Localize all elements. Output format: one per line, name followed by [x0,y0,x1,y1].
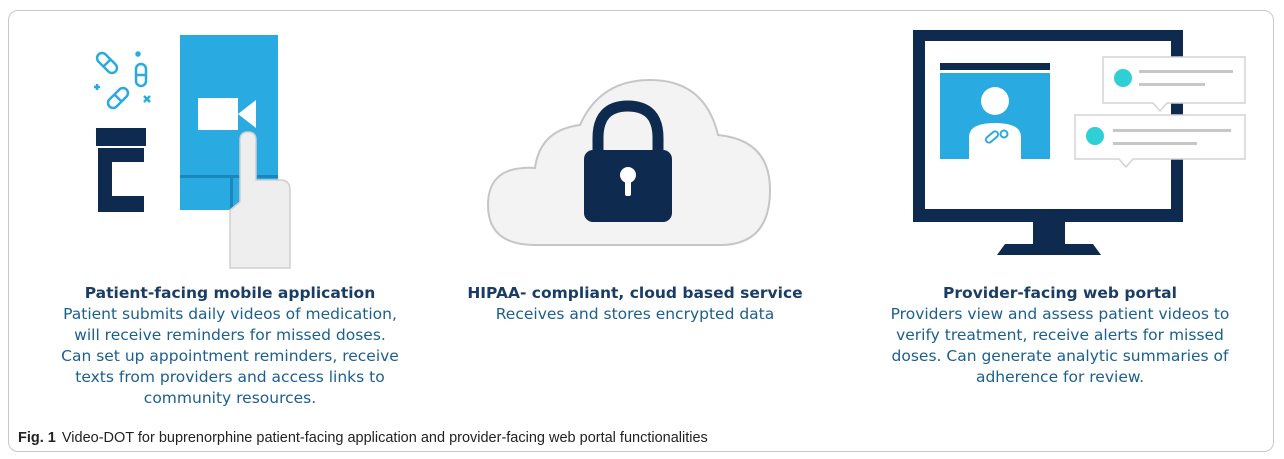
provider-portal-graphic [913,30,1246,255]
pills-icon [94,51,151,110]
patient-app-heading: Patient-facing mobile application [84,284,376,302]
patient-app-line: texts from providers and access links to [75,368,385,386]
patient-app-line: community resources. [143,389,317,407]
figure-frame [8,10,1274,452]
patient-app-line: Patient submits daily videos of medicati… [63,305,397,323]
patient-app-description: Patient-facing mobile application Patien… [30,283,430,409]
cloud-service-line: Receives and stores encrypted data [495,305,775,323]
figure-caption: Fig. 1 Video-DOT for buprenorphine patien… [18,430,708,446]
provider-portal-line: doses. Can generate analytic summaries o… [891,347,1229,365]
figure-label: Fig. 1 [18,430,56,446]
patient-app-line: Can set up appointment reminders, receiv… [61,347,399,365]
padlock-icon [584,100,672,222]
provider-portal-heading: Provider-facing web portal [943,284,1177,302]
chat-bubble-icon [1074,114,1246,169]
user-avatar-icon [940,63,1050,159]
cloud-service-graphic [486,78,772,246]
provider-portal-description: Provider-facing web portal Providers vie… [855,283,1265,388]
provider-portal-line: Providers view and assess patient videos… [890,305,1230,323]
provider-portal-line: verify treatment, receive alerts for mis… [896,326,1224,344]
patient-app-line: will receive reminders for missed doses. [74,326,386,344]
patient-app-graphic [94,35,291,269]
cloud-service-heading: HIPAA- compliant, cloud based service [467,284,803,302]
cloud-service-description: HIPAA- compliant, cloud based service Re… [440,283,830,325]
figure-caption-text: Video-DOT for buprenorphine patient-faci… [61,430,708,446]
pill-bottle-icon [96,128,146,212]
provider-portal-line: adherence for review. [975,368,1145,386]
video-camera-icon [198,98,256,130]
chat-bubble-icon [1102,56,1246,113]
pointing-hand-icon [229,131,291,269]
